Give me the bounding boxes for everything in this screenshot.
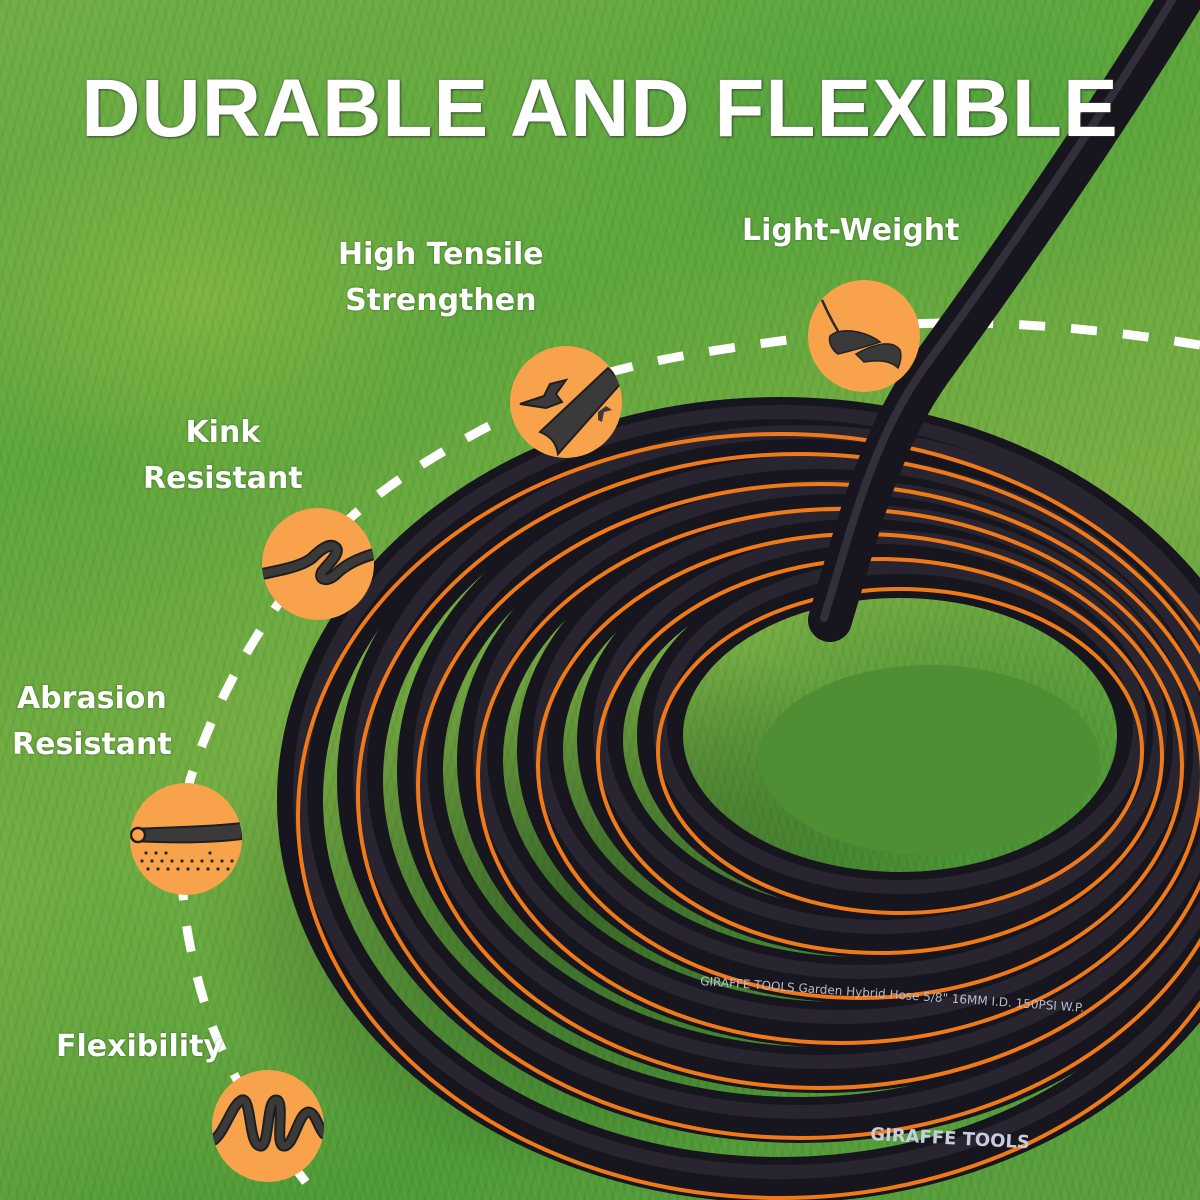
feature-icon	[820, 299, 902, 370]
feature-icon	[262, 539, 374, 585]
feature-icon	[519, 366, 622, 457]
torn-hose-icon	[519, 366, 622, 457]
label-line: Resistant	[143, 461, 303, 496]
badge-light-weight	[808, 280, 920, 392]
feature-icon	[212, 1094, 324, 1152]
feature-label-kink-resistant: Kink Resistant	[143, 410, 303, 502]
feature-label-light-weight: Light-Weight	[742, 208, 960, 254]
hose-strand	[808, 0, 1200, 642]
label-line: Flexibility	[56, 1029, 223, 1064]
hose-coil	[277, 397, 1200, 1200]
badge-flexibility	[212, 1070, 324, 1182]
badge-high-tensile	[510, 346, 622, 458]
label-line: Strengthen	[345, 283, 537, 318]
coiled-hose-icon	[212, 1094, 324, 1152]
feature-label-high-tensile: High Tensile Strengthen	[338, 232, 544, 324]
badge-kink-resistant	[262, 508, 374, 620]
feather-icon	[820, 299, 902, 370]
label-line: High Tensile	[338, 237, 544, 272]
label-line: Light-Weight	[742, 213, 960, 248]
badge-abrasion-resistant	[130, 783, 242, 895]
label-line: Kink	[185, 415, 261, 450]
kinked-hose-icon	[262, 539, 374, 585]
feature-icon	[130, 821, 242, 871]
headline: DURABLE AND FLEXIBLE	[81, 63, 1119, 154]
label-line: Resistant	[12, 727, 172, 762]
label-line: Abrasion	[16, 681, 167, 716]
hose-on-surface-icon	[130, 821, 242, 871]
feature-label-abrasion-resistant: Abrasion Resistant	[12, 676, 172, 768]
feature-label-flexibility: Flexibility	[56, 1024, 223, 1070]
